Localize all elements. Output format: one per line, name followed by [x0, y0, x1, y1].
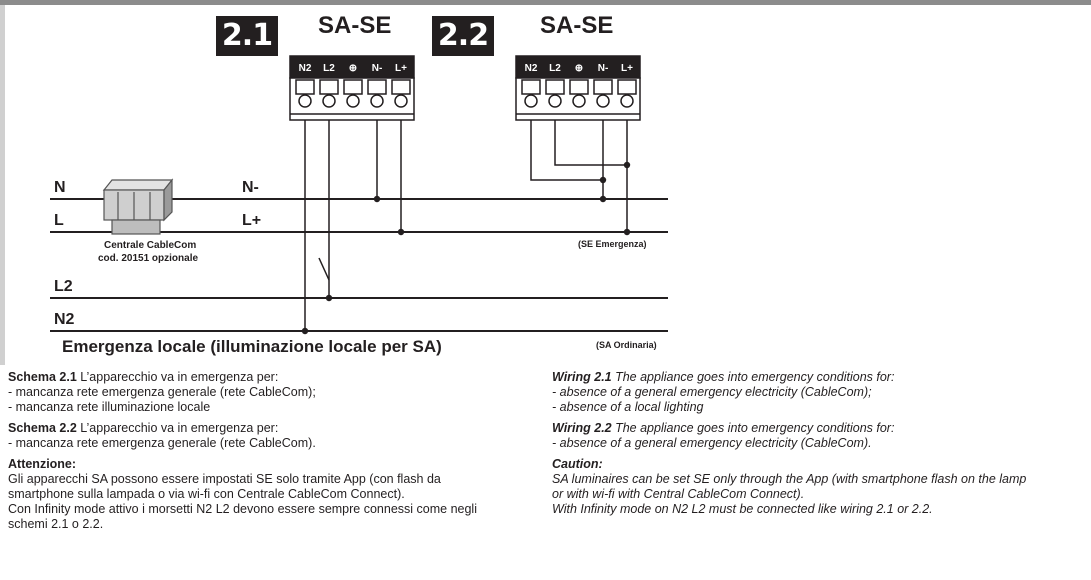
terminal-label: ⊕ [575, 63, 583, 74]
wiring-2-1-intro: The appliance goes into emergency condit… [611, 370, 895, 384]
connector-block-2-2 [515, 55, 641, 121]
terminal-label: L+ [621, 63, 633, 74]
english-text-column: Wiring 2.1 The appliance goes into emerg… [552, 370, 1087, 523]
cablecom-central-device [102, 178, 174, 235]
terminal-label: N2 [299, 63, 312, 74]
schema-2-2-item: - mancanza rete emergenza generale (rete… [8, 436, 316, 450]
left-border [0, 5, 5, 365]
attenzione-line: smartphone sulla lampada o via wi-fi con… [8, 487, 405, 501]
italian-text-column: Schema 2.1 L’apparecchio va in emergenza… [8, 370, 528, 538]
caution-line: SA luminaires can be set SE only through… [552, 472, 1027, 486]
badge-2-2: 2.2 [432, 16, 494, 56]
wires-2-1 [304, 120, 402, 331]
device-code: cod. 20151 opzionale [98, 253, 199, 264]
wiring-2-1-item: - absence of a general emergency electri… [552, 385, 872, 399]
terminal-label: N- [372, 63, 383, 74]
note-sa-ordinaria: (SA Ordinaria) [596, 340, 657, 350]
terminal-label: L2 [549, 63, 561, 74]
schema-2-1-heading: Schema 2.1 [8, 370, 77, 384]
badge-2-1: 2.1 [216, 16, 278, 56]
wires-2-2 [530, 120, 628, 232]
terminal-label: N2 [525, 63, 538, 74]
wiring-2-1-heading: Wiring 2.1 [552, 370, 612, 384]
line-label-n-minus: N- [242, 179, 259, 196]
top-border [0, 0, 1091, 5]
diagram-title: Emergenza locale (illuminazione locale p… [62, 337, 442, 356]
model-label-2-1: SA-SE [318, 12, 392, 39]
attenzione-heading: Attenzione: [8, 457, 77, 471]
terminal-label: ⊕ [349, 63, 357, 74]
note-se-emergenza: (SE Emergenza) [578, 239, 647, 249]
junction-dots [301, 161, 631, 335]
schema-2-1-item: - mancanza rete emergenza generale (rete… [8, 385, 316, 399]
wiring-2-2-intro: The appliance goes into emergency condit… [611, 421, 895, 435]
wiring-2-1-item: - absence of a local lighting [552, 400, 704, 414]
schema-2-1-intro: L’apparecchio va in emergenza per: [76, 370, 279, 384]
attenzione-line: Con Infinity mode attivo i morsetti N2 L… [8, 502, 477, 516]
device-name: Centrale CableCom [104, 240, 197, 251]
model-label-2-2: SA-SE [540, 12, 614, 39]
line-label-l: L [54, 212, 64, 229]
connector-block-2-1 [289, 55, 415, 121]
line-label-l-plus: L+ [242, 212, 262, 229]
caution-line: With Infinity mode on N2 L2 must be conn… [552, 502, 933, 516]
terminal-label: L2 [323, 63, 335, 74]
line-label-n: N [54, 179, 66, 196]
schema-2-1-item: - mancanza rete illuminazione locale [8, 400, 211, 414]
caution-heading: Caution: [552, 457, 603, 471]
attenzione-line: schemi 2.1 o 2.2. [8, 517, 104, 531]
schema-2-2-intro: L’apparecchio va in emergenza per: [76, 421, 279, 435]
terminal-label: N- [598, 63, 609, 74]
caution-line: or with wi-fi with Central CableCom Conn… [552, 487, 805, 501]
wiring-2-2-heading: Wiring 2.2 [552, 421, 612, 435]
line-label-n2: N2 [54, 311, 75, 328]
schema-2-2-heading: Schema 2.2 [8, 421, 77, 435]
line-label-l2: L2 [54, 278, 73, 295]
attenzione-line: Gli apparecchi SA possono essere imposta… [8, 472, 441, 486]
terminal-label: L+ [395, 63, 407, 74]
wiring-2-2-item: - absence of a general emergency electri… [552, 436, 872, 450]
